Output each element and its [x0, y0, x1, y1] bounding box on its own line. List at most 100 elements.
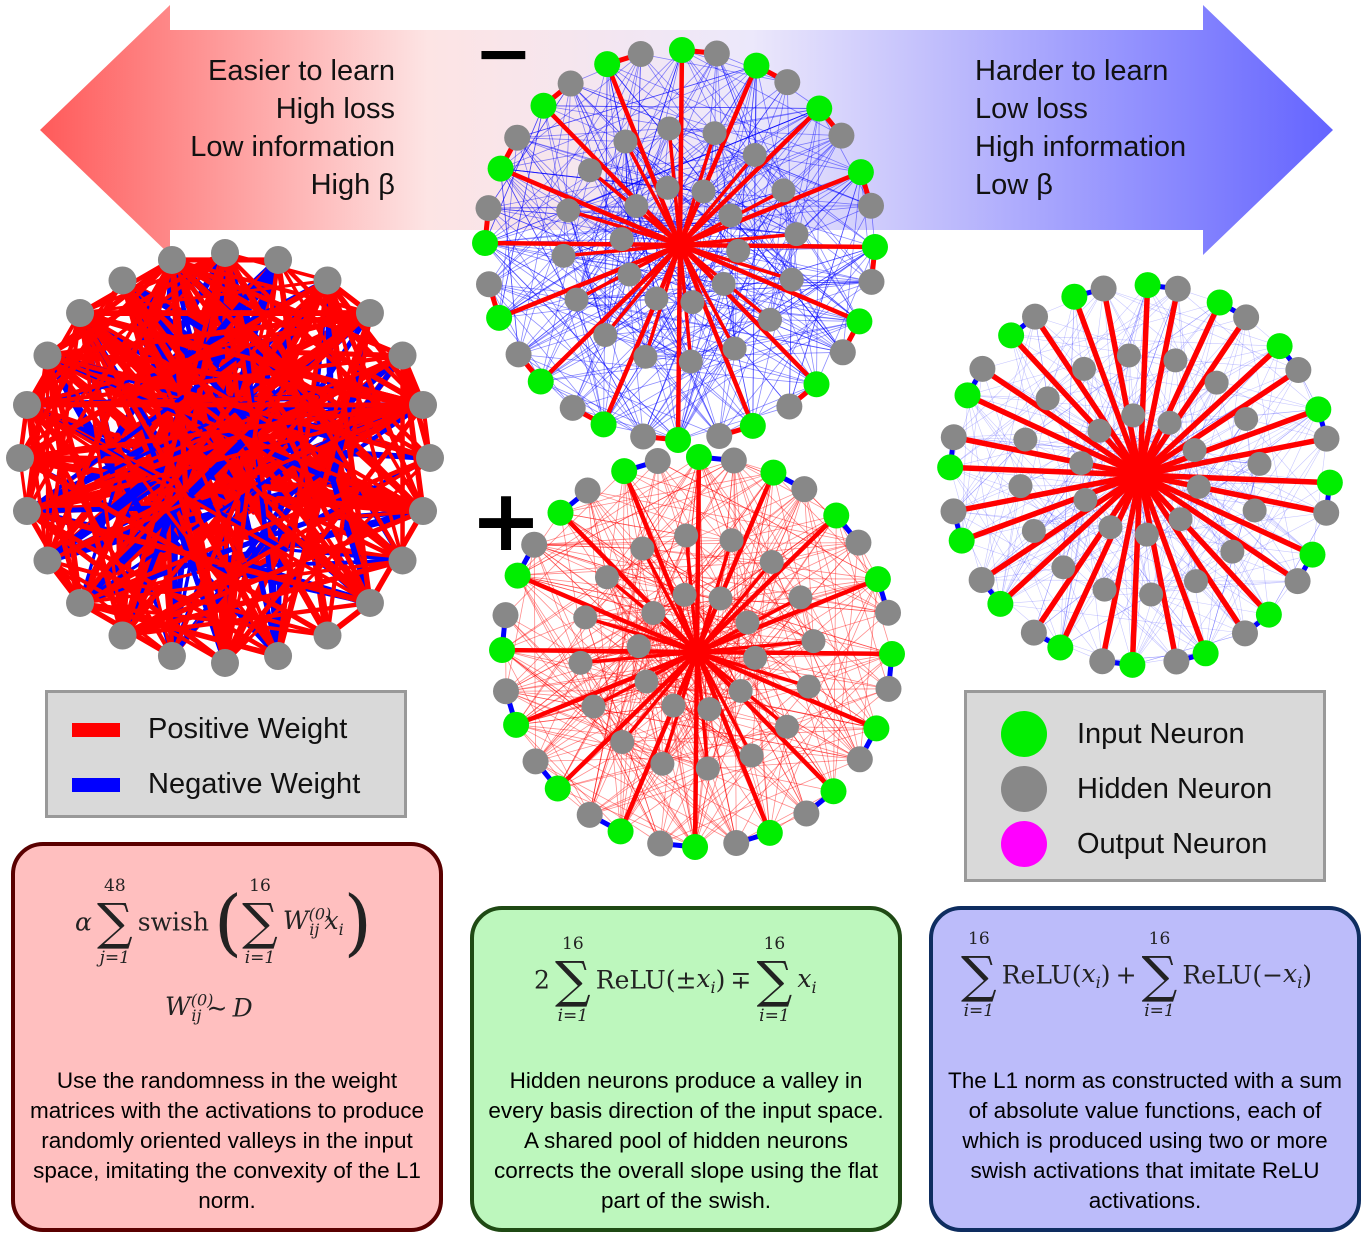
- network-left: [6, 239, 444, 677]
- weight-edge: [603, 243, 682, 337]
- faint-edge: [803, 488, 814, 642]
- hidden-neuron: [719, 528, 744, 553]
- faint-edge: [769, 190, 784, 321]
- faint-edge: [673, 705, 696, 848]
- faint-edge: [604, 238, 623, 336]
- weight-edge: [1071, 293, 1143, 478]
- legend-item-output: Output Neuron: [967, 821, 1323, 867]
- faint-edge: [572, 407, 679, 441]
- faint-edge: [498, 128, 670, 319]
- faint-edge: [498, 317, 574, 409]
- faint-edge: [563, 108, 820, 257]
- faint-edge: [540, 321, 860, 382]
- faint-edge: [677, 135, 842, 441]
- legend-item-input: Input Neuron: [967, 711, 1323, 757]
- faint-edge: [735, 578, 879, 844]
- faint-edge: [533, 544, 643, 549]
- weight-edge: [189, 395, 331, 640]
- faint-edge: [517, 575, 594, 707]
- faint-edge: [593, 706, 661, 844]
- faint-edge: [505, 690, 709, 769]
- input-neuron: [1119, 651, 1146, 678]
- weight-edge: [499, 647, 700, 655]
- hidden-neuron: [791, 476, 818, 503]
- hidden-neuron: [647, 830, 674, 857]
- faint-edge: [1034, 316, 1048, 399]
- faint-edge: [740, 690, 861, 760]
- hidden-neuron: [1098, 515, 1123, 540]
- faint-edge: [535, 755, 752, 762]
- faint-edge: [769, 726, 788, 834]
- faint-edge: [734, 321, 860, 349]
- hidden-neuron: [796, 674, 821, 699]
- faint-edge: [640, 53, 844, 353]
- faint-edge: [684, 594, 788, 728]
- hidden-neuron: [774, 69, 801, 96]
- faint-edge: [563, 83, 572, 257]
- hidden-neuron: [697, 697, 722, 722]
- faint-edge: [707, 758, 861, 769]
- faint-edge: [752, 205, 872, 427]
- arrow-right-line: Low loss: [975, 93, 1088, 125]
- faint-edge: [646, 657, 756, 682]
- faint-edge: [505, 539, 732, 692]
- faint-edge: [518, 274, 630, 355]
- hidden-neuron: [1186, 474, 1211, 499]
- faint-edge: [567, 53, 642, 211]
- faint-edge: [1128, 355, 1170, 424]
- faint-edge: [1177, 288, 1319, 410]
- faint-edge: [1150, 482, 1331, 595]
- faint-edge: [808, 686, 861, 760]
- faint-edge: [1268, 512, 1327, 615]
- faint-edge: [576, 53, 642, 300]
- faint-edge: [488, 210, 569, 285]
- network-right: [937, 272, 1343, 678]
- hidden-neuron: [66, 299, 95, 328]
- hidden-neuron: [108, 266, 137, 295]
- weight-edge: [1137, 314, 1249, 478]
- input-neuron: [987, 590, 1014, 617]
- hidden-neuron: [644, 447, 671, 474]
- faint-edge: [961, 540, 1105, 590]
- hidden-neuron: [157, 245, 186, 274]
- faint-edge: [606, 576, 879, 580]
- hidden-neuron: [711, 271, 736, 296]
- hidden-neuron: [522, 748, 549, 775]
- faint-edge: [584, 542, 859, 618]
- weight-edge: [604, 61, 683, 248]
- hidden-neuron: [718, 203, 743, 228]
- hidden-neuron: [6, 444, 34, 472]
- faint-edge: [500, 168, 720, 437]
- input-neuron: [806, 95, 833, 122]
- faint-edge: [515, 724, 591, 816]
- hidden-neuron: [657, 116, 682, 141]
- faint-edge: [587, 490, 859, 544]
- faint-edge: [505, 614, 696, 848]
- weight-edge: [1137, 472, 1333, 486]
- hidden-neuron: [1183, 569, 1208, 594]
- weight-edge: [78, 435, 335, 605]
- faint-edge: [625, 141, 860, 322]
- hidden-neuron: [1035, 386, 1060, 411]
- weight-edge: [958, 472, 1143, 544]
- hidden-neuron: [846, 746, 873, 773]
- faint-edge: [501, 649, 623, 743]
- weight-edge: [695, 560, 774, 654]
- hidden-neuron: [388, 546, 417, 575]
- weight-edge: [498, 166, 683, 248]
- faint-edge: [967, 317, 1247, 396]
- faint-edge: [543, 105, 604, 425]
- faint-edge: [754, 154, 872, 283]
- faint-edge: [567, 108, 820, 211]
- hidden-neuron: [641, 601, 666, 626]
- weight-edge: [947, 464, 1143, 478]
- faint-edge: [516, 128, 670, 139]
- faint-edge: [498, 105, 544, 319]
- faint-edge: [516, 137, 626, 142]
- faint-edge: [567, 210, 606, 336]
- hidden-neuron: [1069, 451, 1094, 476]
- faint-edge: [500, 53, 642, 169]
- weight-edge: [694, 576, 881, 655]
- eq-sum-lower: i=1: [1144, 1001, 1175, 1021]
